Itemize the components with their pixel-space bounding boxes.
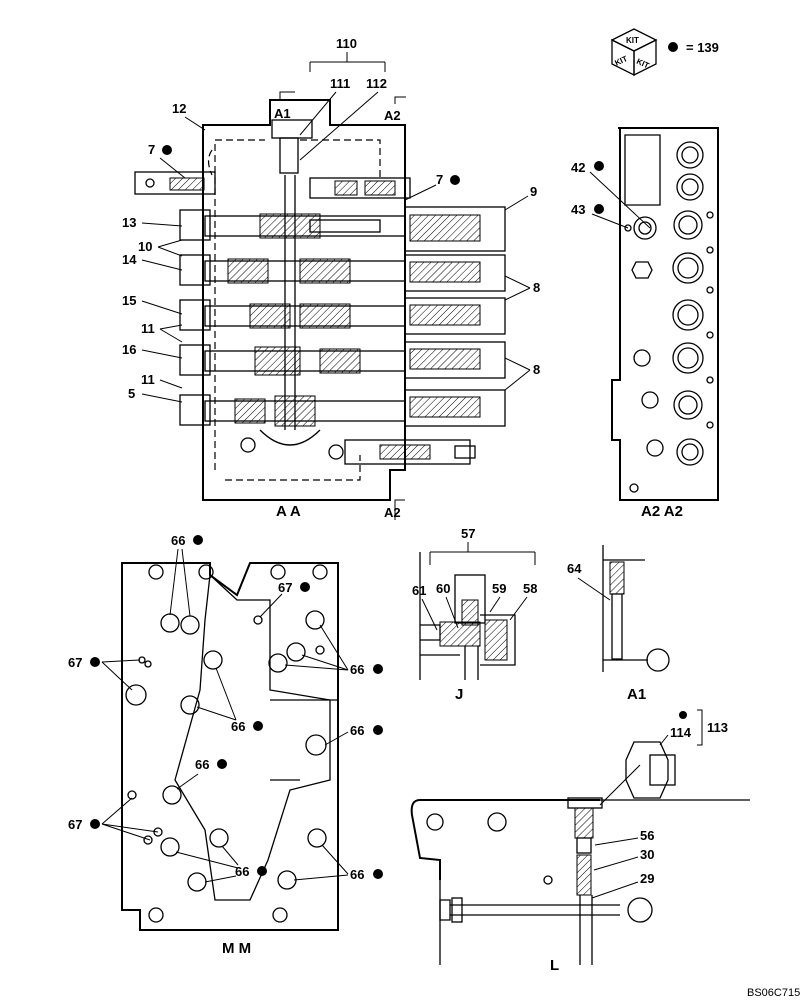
callout-66-bottom-middle-dot	[257, 866, 267, 876]
callout-5: 5	[128, 386, 135, 401]
callout-67-top-dot	[300, 582, 310, 592]
callout-66-bottom-middle: 66	[235, 864, 249, 879]
callout-66-lower-middle: 66	[195, 757, 209, 772]
view-label-j: J	[455, 686, 463, 703]
view-a1-drawing	[602, 545, 670, 672]
callout-66-middle-dot	[253, 721, 263, 731]
callout-114: 114	[670, 725, 692, 740]
mm-holes	[125, 564, 328, 923]
drawing-code: BS06C715	[747, 987, 800, 999]
section-arrow-a2-bottom: A2	[384, 505, 401, 520]
callout-10: 10	[138, 239, 152, 254]
callout-59: 59	[492, 581, 506, 596]
callout-43: 43	[571, 202, 585, 217]
callout-67-top: 67	[278, 580, 292, 595]
spool-row-5	[179, 394, 406, 427]
kit-equals-label: = 139	[686, 40, 719, 55]
callout-67-left-upper-dot	[90, 657, 100, 667]
callout-110: 110	[336, 36, 357, 51]
callout-66-right-bottom: 66	[350, 867, 364, 882]
callout-15: 15	[122, 293, 136, 308]
callout-14: 14	[122, 252, 137, 267]
callout-8-lower: 8	[533, 362, 540, 377]
kit-icon: KIT KIT KIT	[610, 28, 658, 77]
callout-7-left-dot	[162, 145, 172, 155]
spool-row-1	[179, 209, 406, 241]
callout-42-dot	[594, 161, 604, 171]
callout-61: 61	[412, 583, 426, 598]
callout-8-upper: 8	[533, 280, 540, 295]
callout-9: 9	[530, 184, 537, 199]
callout-113: 113	[707, 720, 728, 735]
view-mm-drawing	[121, 562, 339, 931]
callout-13: 13	[122, 215, 136, 230]
callout-7-right-dot	[450, 175, 460, 185]
callout-11-upper: 11	[141, 321, 155, 336]
view-j-drawing	[419, 552, 516, 680]
callout-7-left: 7	[148, 142, 155, 157]
callout-60: 60	[436, 581, 450, 596]
callout-58: 58	[523, 581, 537, 596]
callout-66-right-middle: 66	[350, 723, 364, 738]
callout-7-right: 7	[436, 172, 443, 187]
spool-row-4	[179, 344, 406, 376]
view-label-a1: A1	[627, 686, 646, 703]
callout-66-top: 66	[171, 533, 185, 548]
callout-57: 57	[461, 526, 475, 541]
callout-11-lower: 11	[141, 372, 155, 387]
callout-67-left-lower-dot	[90, 819, 100, 829]
callout-16: 16	[122, 342, 136, 357]
callout-111: 111	[330, 76, 350, 91]
callout-43-dot	[594, 204, 604, 214]
callout-67-left-upper: 67	[68, 655, 82, 670]
kit-box-label: KIT	[626, 36, 639, 45]
callout-66-right-upper-dot	[373, 664, 383, 674]
section-arrow-a2: A2	[384, 108, 401, 123]
callout-67-left-lower: 67	[68, 817, 82, 832]
callout-113-dot	[679, 711, 687, 719]
view-l-drawing	[410, 741, 750, 965]
callout-42: 42	[571, 160, 585, 175]
spool-row-2	[179, 254, 406, 286]
callout-66-right-middle-dot	[373, 725, 383, 735]
callout-66-right-bottom-dot	[373, 869, 383, 879]
callout-66-right-upper: 66	[350, 662, 364, 677]
callout-56: 56	[640, 828, 654, 843]
section-arrow-a1: A1	[274, 106, 291, 121]
view-label-mm: M M	[222, 940, 251, 957]
callout-12: 12	[172, 101, 186, 116]
view-label-a2a2: A2 A2	[641, 503, 683, 520]
callout-64: 64	[567, 561, 582, 576]
callout-29: 29	[640, 871, 654, 886]
kit-box-label-left: KIT	[613, 54, 629, 68]
callout-112: 112	[366, 76, 387, 91]
callout-30: 30	[640, 847, 654, 862]
section-aa-drawing	[134, 99, 506, 520]
view-a2a2-drawing	[611, 127, 719, 501]
spool-row-3	[179, 299, 406, 331]
view-label-aa: A A	[276, 503, 301, 520]
kit-dot-icon	[668, 42, 678, 52]
callout-66-lower-middle-dot	[217, 759, 227, 769]
callout-66-top-dot	[193, 535, 203, 545]
callout-66-middle: 66	[231, 719, 245, 734]
view-label-l: L	[550, 957, 559, 974]
